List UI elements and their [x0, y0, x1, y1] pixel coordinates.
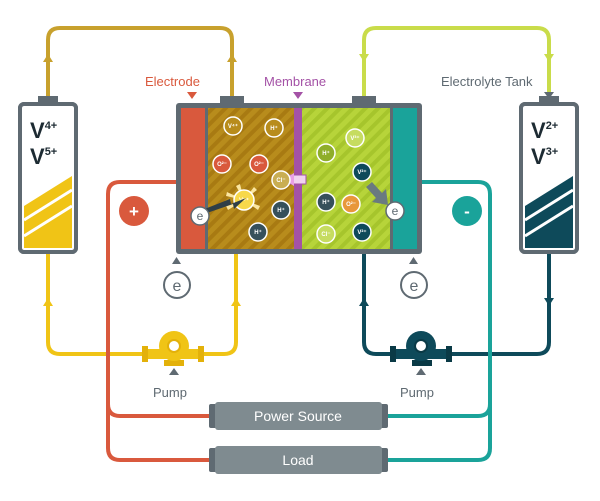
svg-text:V²⁺: V²⁺ [357, 229, 366, 236]
negative-electrode [393, 108, 417, 249]
right-pump-icon [390, 331, 452, 375]
electron-transfer-arrow-icon [366, 182, 388, 205]
svg-text:e: e [392, 204, 399, 218]
electrode-label: Electrode [145, 74, 200, 89]
positive-electrode [181, 108, 205, 249]
right-top-pipe [362, 26, 551, 106]
svg-text:Cl⁻: Cl⁻ [321, 232, 330, 238]
external-electron-left: e [163, 257, 191, 299]
left-electrolyte-tank: V4+ V5+ [18, 96, 78, 254]
svg-text:H⁺: H⁺ [270, 125, 278, 132]
ion-h-mid: H⁺ [271, 200, 291, 220]
negative-side-ions: V³⁺ H⁺ V²⁺ H⁺ O²⁻ Cl⁻ V²⁺ [316, 128, 388, 244]
svg-text:V⁵⁺: V⁵⁺ [239, 197, 249, 204]
svg-text:O²⁻: O²⁻ [217, 161, 227, 168]
arrow-down-right [544, 54, 554, 62]
arrow-up-mid-bottom [231, 298, 241, 306]
ion-h-bottom: H⁺ [248, 222, 268, 242]
svg-text:e: e [173, 278, 182, 295]
svg-text:H⁺: H⁺ [254, 229, 262, 236]
ion-v2-bottom: V²⁺ [352, 222, 372, 242]
arrow-down-right-bottom [544, 298, 554, 306]
flow-arrows [43, 54, 554, 306]
svg-text:V⁴⁺: V⁴⁺ [228, 123, 238, 130]
svg-text:O²⁻: O²⁻ [346, 201, 356, 208]
svg-text:V³⁺: V³⁺ [350, 135, 359, 142]
ion-v4-top: V⁴⁺ [223, 116, 243, 136]
left-tank-line1: V4+ [30, 118, 57, 143]
external-electron-right: e [400, 257, 428, 299]
ion-o2-left: O²⁻ [212, 154, 232, 174]
arrow-up-left [43, 54, 53, 62]
electron-path-arrow-icon [202, 198, 246, 214]
right-tank-line1: V2+ [531, 118, 558, 143]
positive-terminal: + [119, 196, 149, 226]
electron-up-arrow-left-icon [172, 257, 181, 264]
left-tank-line2: V5+ [30, 144, 57, 169]
svg-text:H⁺: H⁺ [277, 207, 285, 214]
arrow-down-mid-right [359, 54, 369, 62]
electron-left-cell: e [190, 206, 210, 226]
svg-text:V²⁺: V²⁺ [357, 169, 366, 176]
negative-half-cell [302, 108, 390, 249]
electrolyte-tank-label: Electrolyte Tank [441, 74, 533, 89]
svg-text:Cl⁻: Cl⁻ [276, 178, 285, 184]
svg-text:O²⁻: O²⁻ [254, 161, 264, 168]
svg-text:+: + [129, 202, 139, 221]
left-top-pipe [46, 26, 234, 106]
pipes [46, 26, 551, 462]
ion-v2-right: V²⁺ [352, 162, 372, 182]
power-source-box: Power Source [209, 402, 388, 430]
positive-wire-to-power [106, 402, 217, 418]
ion-v5-center: V⁵⁺ [233, 189, 255, 211]
label-pointers [187, 92, 554, 99]
ion-cl: Cl⁻ [271, 170, 291, 190]
ion-v3-top: V³⁺ [345, 128, 365, 148]
arrow-up-left-bottom [43, 298, 53, 306]
ion-h-upper: H⁺ [316, 143, 336, 163]
load-box: Load [209, 446, 388, 474]
positive-circuit-wire [106, 180, 217, 462]
right-pump-label: Pump [400, 385, 434, 400]
svg-text:H⁺: H⁺ [322, 150, 330, 157]
negative-circuit-wire [380, 180, 492, 462]
left-pump-icon [142, 331, 204, 375]
right-bottom-pipe [362, 250, 551, 356]
negative-wire-to-power [380, 402, 492, 418]
arrow-up-mid-right-bottom [359, 298, 369, 306]
positive-side-ions: V⁴⁺ H⁺ O²⁻ O²⁻ Cl⁻ V⁵⁺ H⁺ H⁺ [212, 116, 291, 242]
negative-terminal: - [452, 196, 482, 226]
arrow-up-mid-left [227, 54, 237, 62]
flow-cell [176, 96, 422, 254]
svg-text:Power Source: Power Source [254, 408, 342, 424]
svg-text:e: e [410, 278, 419, 295]
left-bottom-pipe [46, 250, 238, 356]
membrane-label: Membrane [264, 74, 327, 89]
ion-o2-green: O²⁻ [341, 194, 361, 214]
svg-text:Load: Load [282, 452, 313, 468]
ion-cl-bottom: Cl⁻ [316, 224, 336, 244]
ion-o2-right: O²⁻ [249, 154, 269, 174]
svg-text:H⁺: H⁺ [322, 199, 330, 206]
ion-h-middle: H⁺ [316, 192, 336, 212]
left-pump-label: Pump [153, 385, 187, 400]
electron-right-cell: e [385, 201, 405, 221]
svg-text:e: e [197, 209, 204, 223]
right-electrolyte-tank: V2+ V3+ [519, 96, 579, 254]
right-tank-line2: V3+ [531, 144, 558, 169]
ion-h-top: H⁺ [264, 118, 284, 138]
cell-electrons: e e [190, 198, 405, 226]
electron-up-arrow-right-icon [409, 257, 418, 264]
svg-text:-: - [464, 202, 470, 221]
